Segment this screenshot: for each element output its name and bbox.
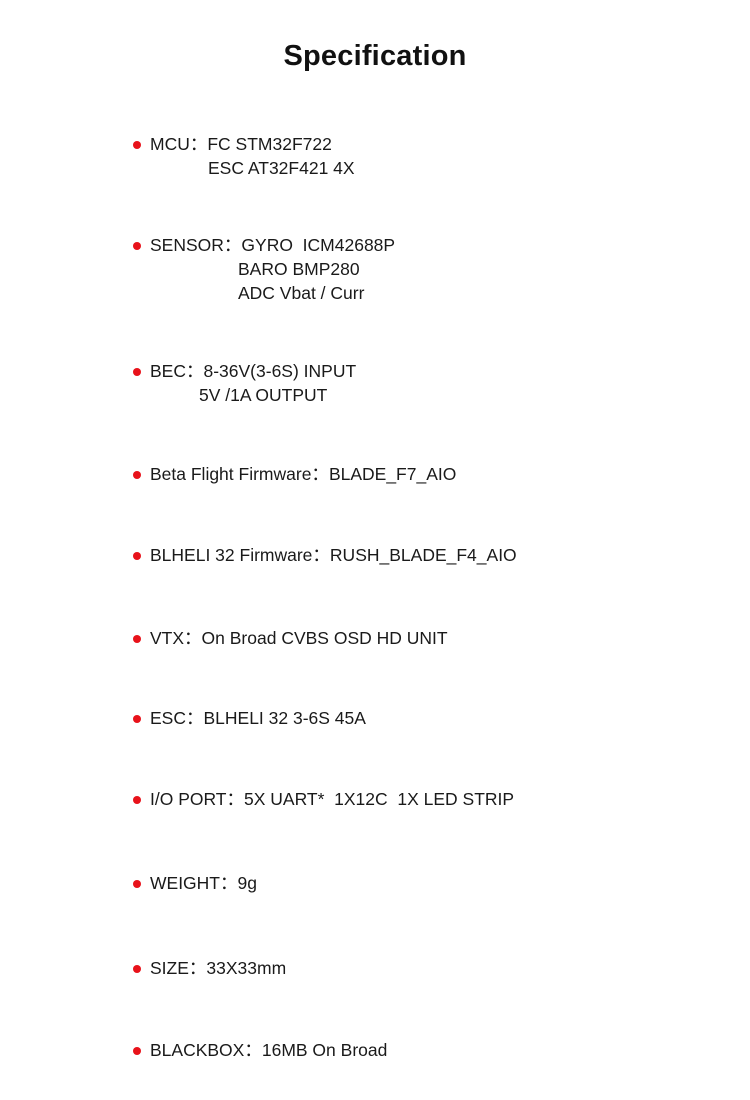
bullet-icon	[133, 965, 141, 973]
spec-value: 5X UART* 1X12C 1X LED STRIP	[244, 789, 515, 809]
spec-label: BEC：	[150, 361, 204, 381]
spec-label: SENSOR：	[150, 235, 242, 255]
spec-value: FC STM32F722	[207, 134, 332, 154]
bullet-icon	[133, 1047, 141, 1055]
spec-value: BLHELI 32 3-6S 45A	[203, 708, 366, 728]
spec-label: I/O PORT：	[150, 789, 244, 809]
spec-value: 8-36V(3-6S) INPUT	[203, 361, 357, 381]
spec-item-sensor: SENSOR：GYRO ICM42688P BARO BMP280 ADC Vb…	[130, 233, 395, 305]
spec-value: ADC Vbat / Curr	[238, 283, 365, 303]
spec-item-vtx: VTX：On Broad CVBS OSD HD UNIT	[130, 626, 448, 650]
spec-item-bec: BEC：8-36V(3-6S) INPUT 5V /1A OUTPUT	[130, 359, 356, 407]
spec-value: RUSH_BLADE_F4_AIO	[329, 545, 517, 565]
spec-value: 33X33mm	[206, 958, 287, 978]
bullet-icon	[133, 471, 141, 479]
spec-label: Beta Flight Firmware：	[150, 464, 329, 484]
spec-label: WEIGHT：	[150, 873, 238, 893]
spec-item-weight: WEIGHT：9g	[130, 871, 257, 895]
spec-value: 5V /1A OUTPUT	[199, 385, 328, 405]
spec-label: BLACKBOX：	[150, 1040, 262, 1060]
spec-item-betaflight: Beta Flight Firmware：BLADE_F7_AIO	[130, 462, 456, 486]
spec-item-size: SIZE：33X33mm	[130, 956, 286, 980]
bullet-icon	[133, 552, 141, 560]
spec-label: BLHELI 32 Firmware：	[150, 545, 330, 565]
spec-label: ESC：	[150, 708, 204, 728]
bullet-icon	[133, 368, 141, 376]
bullet-icon	[133, 715, 141, 723]
spec-label: MCU：	[150, 134, 208, 154]
bullet-icon	[133, 796, 141, 804]
spec-value: GYRO ICM42688P	[241, 235, 396, 255]
spec-value: On Broad CVBS OSD HD UNIT	[201, 628, 448, 648]
spec-value: BARO BMP280	[238, 259, 360, 279]
spec-label: VTX：	[150, 628, 202, 648]
spec-value: 9g	[237, 873, 257, 893]
spec-label: SIZE：	[150, 958, 207, 978]
spec-value: ESC AT32F421 4X	[208, 158, 355, 178]
spec-item-io-port: I/O PORT：5X UART* 1X12C 1X LED STRIP	[130, 787, 514, 811]
bullet-icon	[133, 880, 141, 888]
spec-item-blheli-firmware: BLHELI 32 Firmware：RUSH_BLADE_F4_AIO	[130, 543, 517, 567]
spec-value: 16MB On Broad	[261, 1040, 388, 1060]
bullet-icon	[133, 141, 141, 149]
page-title: Specification	[283, 40, 467, 72]
spec-item-mcu: MCU：FC STM32F722 ESC AT32F421 4X	[130, 132, 355, 180]
spec-item-blackbox: BLACKBOX：16MB On Broad	[130, 1038, 387, 1062]
spec-value: BLADE_F7_AIO	[328, 464, 457, 484]
spec-item-esc: ESC：BLHELI 32 3-6S 45A	[130, 706, 366, 730]
bullet-icon	[133, 242, 141, 250]
bullet-icon	[133, 635, 141, 643]
